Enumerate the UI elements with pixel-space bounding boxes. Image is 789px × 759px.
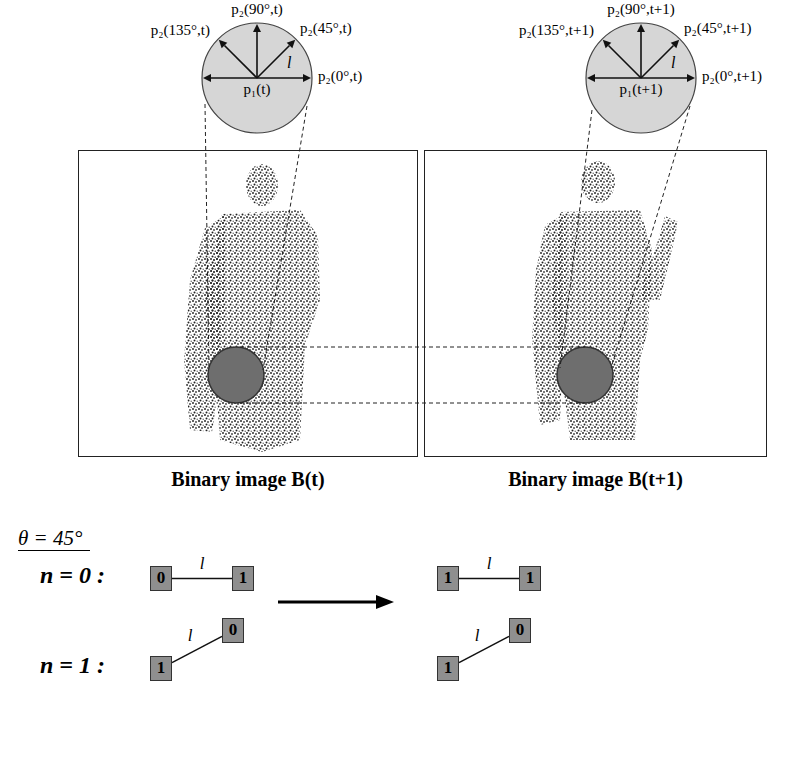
circle-outline	[585, 22, 697, 134]
direction-arrow	[224, 45, 257, 78]
arrow-head	[253, 24, 261, 32]
length-label: l	[287, 54, 291, 72]
angle-circle: p₁(t+1)	[585, 22, 697, 134]
arrow-head	[671, 40, 679, 48]
zoom-line	[611, 106, 690, 368]
image-caption: Binary image B(t+1)	[425, 468, 766, 491]
angle-label: p₂(135°,t)	[151, 22, 210, 39]
bit-box: 0	[222, 618, 244, 643]
binary-image: Binary image B(t+1)	[424, 150, 767, 457]
arm	[532, 214, 565, 425]
neighborhood-circle	[202, 23, 312, 133]
direction-arrow	[641, 45, 674, 78]
row-label: n = 1 :	[40, 652, 105, 680]
arrow-head	[203, 74, 211, 82]
correspondence-line	[240, 403, 585, 404]
link-line	[459, 578, 519, 580]
region-circle	[208, 347, 264, 403]
direction-arrows	[203, 24, 311, 82]
arrow-head	[603, 40, 611, 48]
direction-arrow	[211, 77, 257, 79]
link-line	[172, 578, 232, 580]
bit-value: 1	[444, 569, 453, 588]
transition-arrow	[278, 601, 378, 604]
length-label: l	[671, 54, 675, 72]
length-label: l	[486, 555, 493, 574]
bit-value: 0	[229, 621, 238, 640]
angle-label: p₂(0°,t)	[318, 68, 362, 85]
bit-box: 1	[437, 566, 459, 591]
direction-arrow	[640, 32, 642, 78]
binary-image: Binary image B(t)	[78, 150, 418, 457]
bit-box: 1	[232, 566, 254, 591]
bit-box: 0	[150, 566, 172, 591]
angle-circle: p₁(t)	[201, 22, 313, 134]
bit-box: 1	[519, 566, 541, 591]
direction-arrow	[257, 45, 290, 78]
center-label: p₁(t+1)	[585, 81, 697, 98]
bit-box: 1	[150, 656, 172, 681]
angle-label: p₂(90°,t+1)	[607, 1, 675, 18]
arrow-head	[287, 40, 295, 48]
direction-arrow	[641, 77, 687, 79]
link-line	[172, 636, 222, 662]
torso	[552, 210, 652, 440]
direction-arrows	[587, 24, 695, 82]
center-label: p₁(t)	[201, 81, 313, 98]
correspondence-line	[240, 347, 585, 348]
angle-value: θ = 45°	[18, 526, 90, 551]
bit-value: 0	[157, 569, 166, 588]
head	[581, 161, 615, 203]
arrow-head	[219, 40, 227, 48]
raised-arm	[640, 216, 678, 300]
person-silhouette	[184, 164, 320, 452]
bit-value: 1	[239, 569, 248, 588]
bit-value: 0	[516, 621, 525, 640]
angle-label: p₂(45°,t)	[300, 20, 352, 37]
row-label: n = 0 :	[40, 562, 105, 590]
circle-outline	[201, 22, 313, 134]
image-caption: Binary image B(t)	[79, 468, 417, 491]
neighborhood-circle	[586, 23, 696, 133]
arrow-head	[587, 74, 595, 82]
zoom-line	[560, 110, 592, 368]
direction-arrow	[257, 77, 303, 79]
bit-box: 1	[437, 656, 459, 681]
bit-box: 0	[509, 618, 531, 643]
link-line	[459, 636, 509, 662]
bit-value: 1	[444, 659, 453, 678]
bit-value: 1	[157, 659, 166, 678]
zoom-line	[205, 104, 209, 370]
person-silhouette	[532, 161, 678, 440]
arrow-head	[303, 74, 311, 82]
arrow-head	[376, 595, 394, 609]
angle-label: p₂(0°,t+1)	[702, 68, 762, 85]
bit-value: 1	[526, 569, 535, 588]
arrow-head	[687, 74, 695, 82]
direction-arrow	[608, 45, 641, 78]
angle-label: p₂(90°,t)	[231, 1, 283, 18]
direction-arrow	[256, 32, 258, 78]
region-circle	[557, 347, 613, 403]
zoom-line	[263, 106, 307, 370]
length-label: l	[199, 555, 206, 574]
direction-arrow	[595, 77, 641, 79]
arrow-head	[637, 24, 645, 32]
angle-label: p₂(45°,t+1)	[684, 20, 752, 37]
length-label: l	[187, 627, 194, 646]
angle-label: p₂(135°,t+1)	[519, 22, 594, 39]
head	[246, 164, 278, 206]
length-label: l	[474, 627, 481, 646]
arm	[184, 216, 224, 432]
